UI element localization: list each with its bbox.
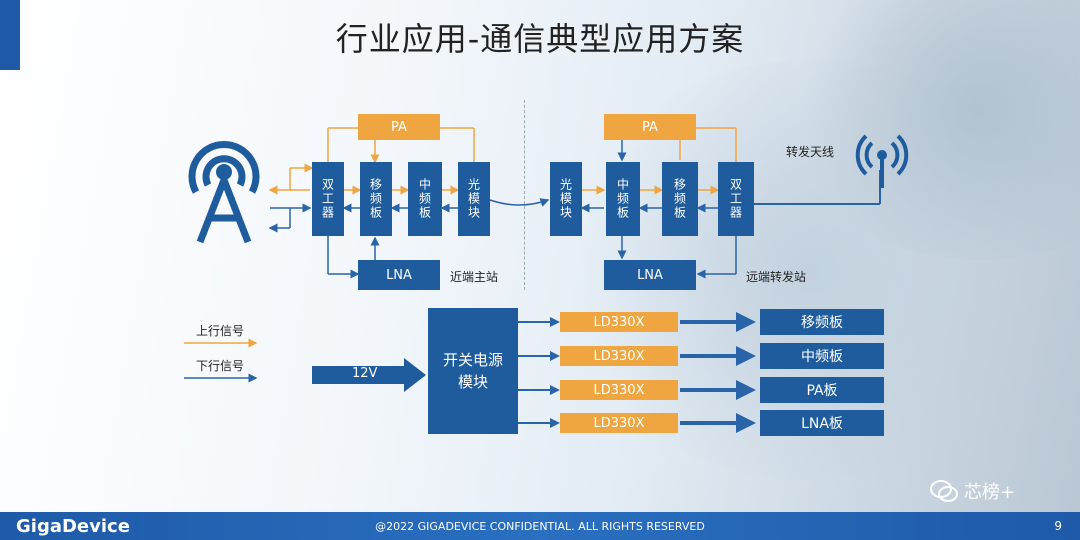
pa-block-near: PA <box>358 114 440 140</box>
ldo-block: LD330X <box>560 346 678 366</box>
ldo-block: LD330X <box>560 312 678 332</box>
input-arrow <box>312 358 426 392</box>
confidential-notice: @2022 GIGADEVICE CONFIDENTIAL. ALL RIGHT… <box>375 520 705 533</box>
optical-module-block-near: 光模块 <box>458 162 490 236</box>
page-number: 9 <box>1054 519 1062 533</box>
if-board-block-far: 中频板 <box>606 162 640 236</box>
target-board-block: 中频板 <box>760 343 884 369</box>
rf-board-block-far: 移频板 <box>662 162 698 236</box>
near-site-label: 近端主站 <box>450 270 499 284</box>
lna-block-near: LNA <box>358 260 440 290</box>
optical-module-block-far: 光模块 <box>550 162 582 236</box>
rf-board-block-near: 移频板 <box>360 162 392 236</box>
site-divider <box>524 100 525 290</box>
page-title: 行业应用-通信典型应用方案 <box>335 20 745 58</box>
wechat-icon <box>930 480 958 502</box>
antenna-icon <box>855 134 909 188</box>
watermark-text: 芯榜+ <box>964 482 1016 503</box>
power-module-block: 开关电源模块 <box>428 308 518 434</box>
ldo-block: LD330X <box>560 413 678 433</box>
legend-downlink: 下行信号 <box>196 359 245 373</box>
corner-accent <box>0 0 20 70</box>
pa-block-far: PA <box>604 114 696 140</box>
antenna-label: 转发天线 <box>786 145 835 159</box>
target-board-block: PA板 <box>760 377 884 403</box>
duplexer-block-far: 双工器 <box>718 162 754 236</box>
if-board-block-near: 中频板 <box>408 162 442 236</box>
watermark: 芯榜+ <box>930 478 1015 504</box>
ldo-block: LD330X <box>560 380 678 400</box>
lna-block-far: LNA <box>604 260 696 290</box>
footer-bar: GigaDevice @2022 GIGADEVICE CONFIDENTIAL… <box>0 512 1080 540</box>
target-board-block: 移频板 <box>760 309 884 335</box>
duplexer-block-near: 双工器 <box>312 162 344 236</box>
tower-icon <box>188 141 260 244</box>
far-site-label: 远端转发站 <box>746 270 807 284</box>
target-board-block: LNA板 <box>760 410 884 436</box>
company-logo: GigaDevice <box>16 516 130 537</box>
legend-uplink: 上行信号 <box>196 324 245 338</box>
input-voltage-label: 12V <box>352 366 378 381</box>
